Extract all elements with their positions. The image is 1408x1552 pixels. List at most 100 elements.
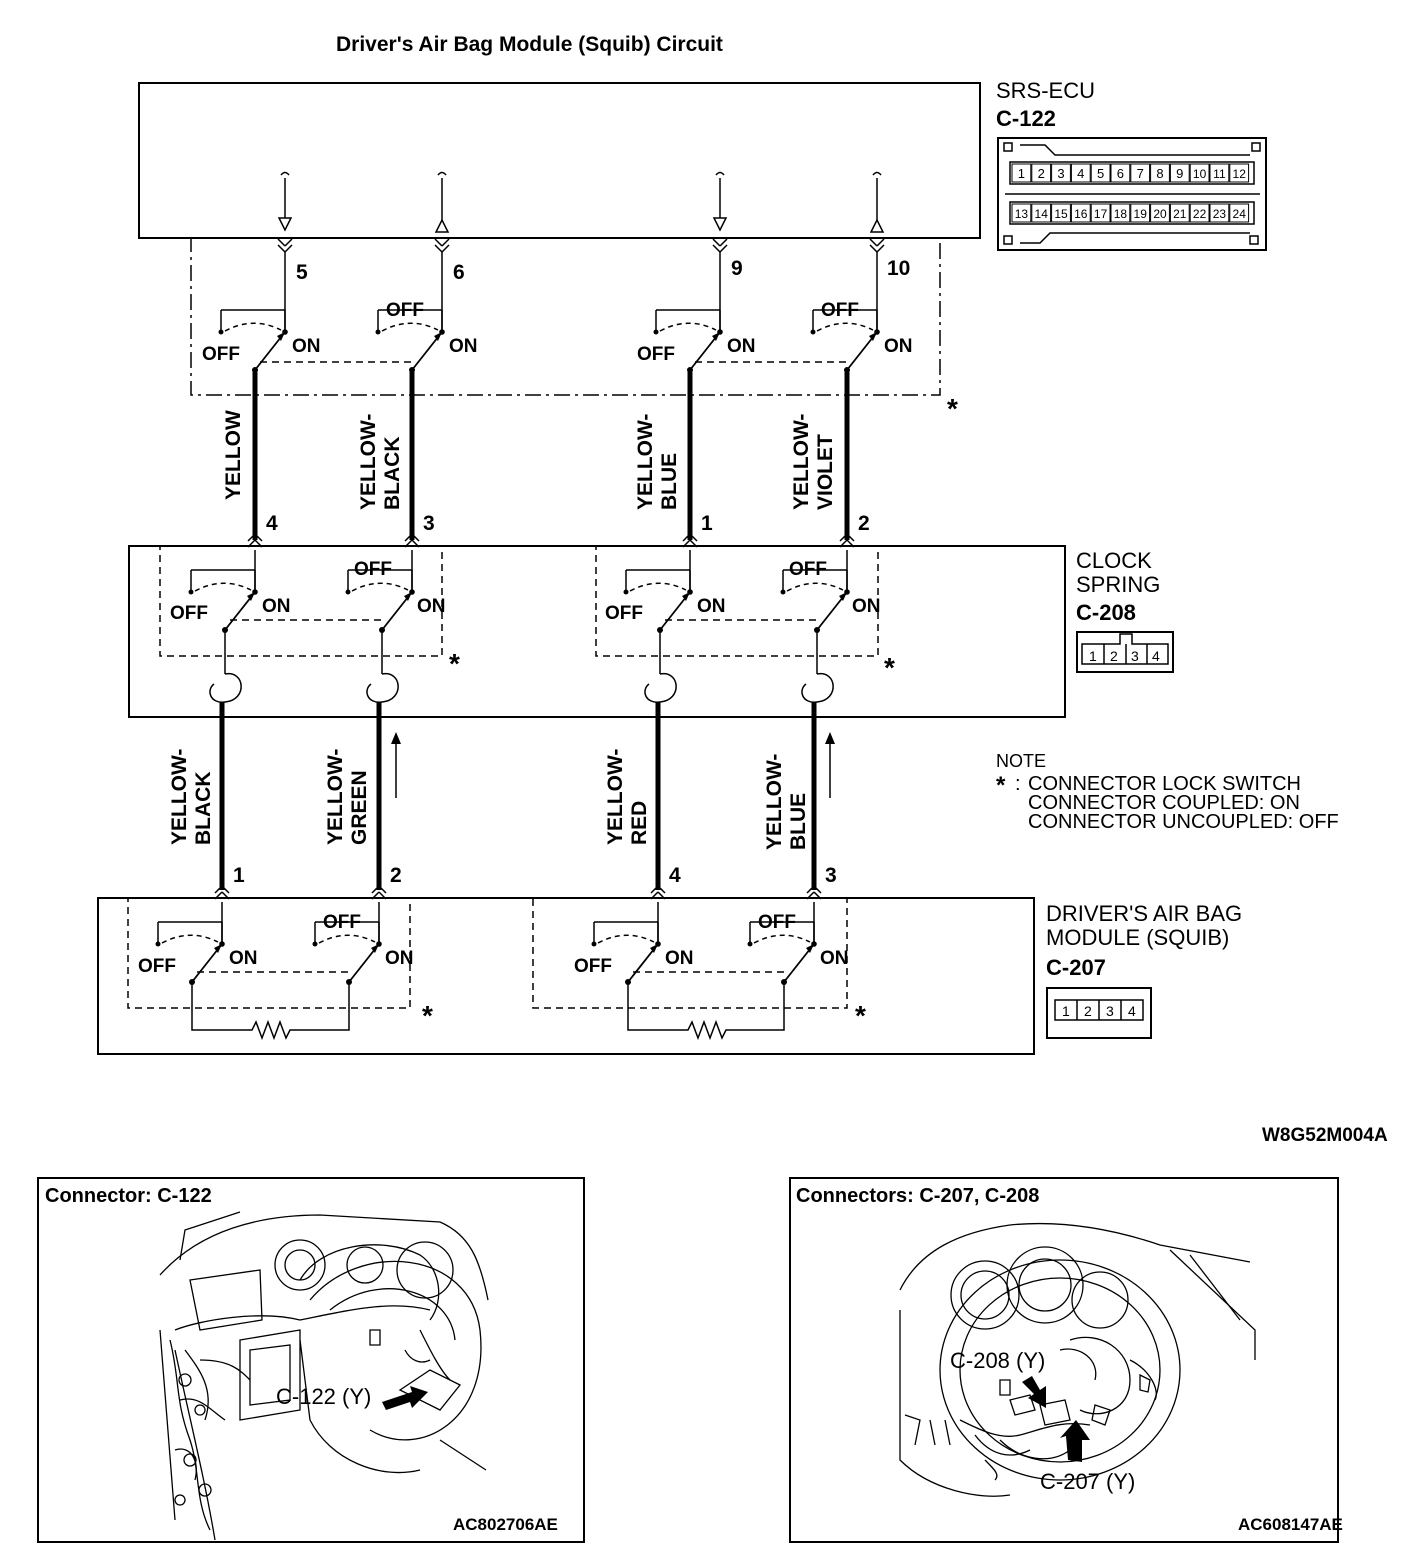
c122-pin-number: 13 xyxy=(1015,207,1029,221)
c122-pin-cell xyxy=(1051,163,1071,183)
panel-title-c122: Connector: C-122 xyxy=(45,1185,212,1207)
switch-label-on: ON xyxy=(417,596,446,617)
c122-pin-number: 14 xyxy=(1035,207,1049,221)
c122-pin-cell xyxy=(1189,163,1210,183)
clock-spring-label: SPRING xyxy=(1076,572,1160,597)
switch-label-on: ON xyxy=(727,336,756,357)
panel-title-c207-c208: Connectors: C-207, C-208 xyxy=(796,1185,1039,1207)
c122-pin-cell xyxy=(1031,163,1052,183)
c122-pin-cell xyxy=(1229,203,1250,223)
switch-label-off: OFF xyxy=(202,344,240,365)
clock-spring-terminal-2: 2 xyxy=(858,512,870,535)
callout-c208: C-208 (Y) xyxy=(950,1348,1045,1373)
wire-label-yellow-green: YELLOW- xyxy=(324,749,347,845)
c122-pin-number: 8 xyxy=(1156,166,1163,181)
callout-c207: C-207 (Y) xyxy=(1040,1469,1135,1494)
svg-text:4: 4 xyxy=(1128,1003,1136,1019)
ecu-internal-arrows xyxy=(277,171,885,233)
srs-ecu-label: SRS-ECU xyxy=(996,78,1095,103)
figure-code-left: AC802706AE xyxy=(453,1515,558,1534)
c122-pin-number: 24 xyxy=(1233,207,1247,221)
c122-pin-number: 18 xyxy=(1114,207,1128,221)
c122-pin-cell xyxy=(1070,203,1091,223)
c208-connector-face: 1 2 3 4 xyxy=(1076,631,1174,673)
svg-text:2: 2 xyxy=(1084,1003,1092,1019)
c122-pin-number: 2 xyxy=(1038,166,1045,181)
switch-label-on: ON xyxy=(820,948,849,969)
c122-pin-number: 11 xyxy=(1213,167,1226,181)
airbag-module-label: DRIVER'S AIR BAG xyxy=(1046,901,1242,926)
wire-label-yellow-violet: VIOLET xyxy=(814,434,837,510)
wire-label-yellow-black: BLACK xyxy=(381,437,404,511)
c122-pin-cell xyxy=(1229,163,1250,183)
airbag-lock-zone-right xyxy=(532,897,848,1009)
switch-label-off: OFF xyxy=(354,559,392,580)
clock-spring-lock-zone-left xyxy=(159,545,443,657)
note-line: CONNECTOR UNCOUPLED: OFF xyxy=(1028,811,1339,833)
squib-resistor-1 xyxy=(191,982,350,1041)
c122-pin-cell xyxy=(1070,163,1091,183)
switch-label-off: OFF xyxy=(758,912,796,933)
c122-pin-number: 20 xyxy=(1153,207,1167,221)
c122-pin-number: 17 xyxy=(1094,207,1108,221)
switch-label-off: OFF xyxy=(170,603,208,624)
airbag-terminal-3: 3 xyxy=(825,864,837,887)
switch-label-on: ON xyxy=(385,948,414,969)
switch-label-off: OFF xyxy=(605,603,643,624)
wire-label-yellow-black: YELLOW- xyxy=(168,749,191,845)
c122-pin-number: 15 xyxy=(1054,207,1068,221)
lock-switch-asterisk: * xyxy=(855,1000,866,1031)
switch-label-off: OFF xyxy=(821,300,859,321)
c122-pin-cell xyxy=(1110,163,1131,183)
wire-label-yellow-violet: YELLOW- xyxy=(790,414,813,510)
wire-label-yellow-blue: BLUE xyxy=(787,793,810,850)
c122-pin-cell xyxy=(1150,163,1170,183)
c122-pin-cell xyxy=(1011,163,1032,183)
airbag-lock-zone-left xyxy=(127,897,411,1009)
c122-pin-number: 12 xyxy=(1233,167,1247,181)
clock-spring-connector-id: C-208 xyxy=(1076,600,1136,625)
c122-pin-number: 7 xyxy=(1137,166,1144,181)
note-line: CONNECTOR COUPLED: ON xyxy=(1028,792,1300,814)
c122-pin-number: 4 xyxy=(1077,166,1084,181)
switch-label-on: ON xyxy=(852,596,881,617)
note-heading: NOTE xyxy=(996,751,1046,771)
c122-pin-number: 5 xyxy=(1097,166,1104,181)
c122-pin-number: 6 xyxy=(1117,166,1124,181)
lock-switch-asterisk: * xyxy=(947,393,958,424)
srs-ecu-box xyxy=(138,82,981,239)
connector-c207-c208-panel xyxy=(789,1177,1339,1543)
c122-pin-cell xyxy=(1189,203,1210,223)
c122-pin-cell xyxy=(1130,163,1151,183)
airbag-terminal-4: 4 xyxy=(669,864,681,887)
c122-pin-number: 21 xyxy=(1173,207,1187,221)
note-asterisk: * xyxy=(996,772,1006,799)
c122-pin-number: 1 xyxy=(1018,166,1025,181)
c122-pin-cell xyxy=(1209,163,1230,183)
clock-spring-lock-zone-right xyxy=(595,545,879,657)
c122-pin-cell xyxy=(1011,203,1032,223)
switch-label-off: OFF xyxy=(637,344,675,365)
airbag-terminal-1: 1 xyxy=(233,864,245,887)
clock-spring-coils xyxy=(209,662,834,703)
callout-arrow-c122 xyxy=(382,1386,428,1410)
lock-switch-asterisk: * xyxy=(884,652,895,683)
wire-label-yellow-blue: YELLOW- xyxy=(763,754,786,850)
svg-text:3: 3 xyxy=(1131,648,1139,664)
svg-text:2: 2 xyxy=(1110,648,1118,664)
svg-text:3: 3 xyxy=(1106,1003,1114,1019)
switch-label-off: OFF xyxy=(323,912,361,933)
svg-text:1: 1 xyxy=(1089,648,1097,664)
switch-label-off: OFF xyxy=(789,559,827,580)
c122-pin-number: 10 xyxy=(1193,167,1207,181)
clock-spring-terminal-1: 1 xyxy=(701,512,713,535)
c122-pin-number: 16 xyxy=(1074,207,1088,221)
callout-arrow-c208 xyxy=(1022,1376,1046,1408)
srs-ecu-connector-id: C-122 xyxy=(996,106,1056,131)
c122-pin-number: 9 xyxy=(1176,166,1183,181)
c122-pin-number: 22 xyxy=(1193,207,1207,221)
clock-spring-terminal-3: 3 xyxy=(423,512,435,535)
switch-label-off: OFF xyxy=(138,956,176,977)
squib-resistor-2 xyxy=(627,982,785,1041)
